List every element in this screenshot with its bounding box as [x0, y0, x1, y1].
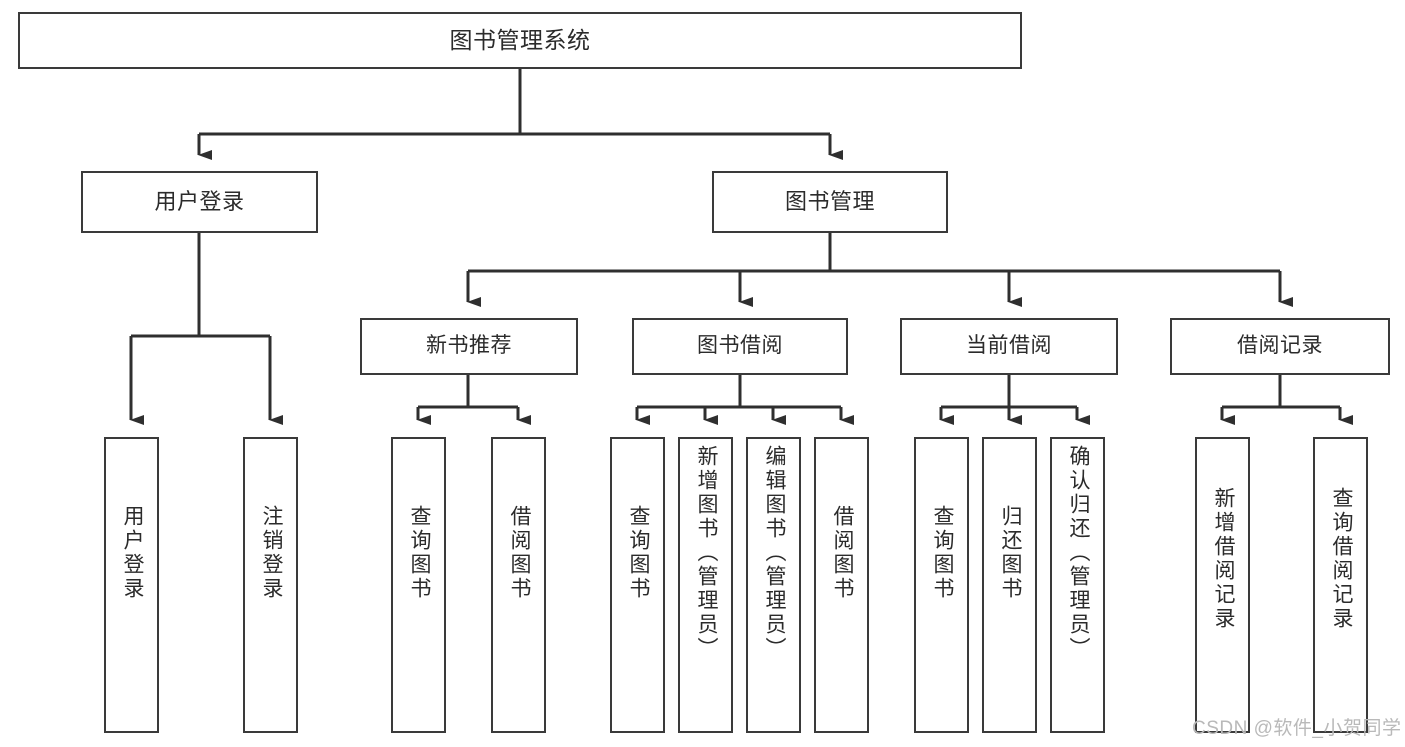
node-new-book-recommend[interactable]: 新书推荐 — [360, 318, 578, 375]
leaf-borrow-edit-book[interactable]: 编辑图书（管理员） — [746, 437, 801, 733]
node-user-login[interactable]: 用户登录 — [81, 171, 318, 233]
leaf-user-login-logout[interactable]: 注销登录 — [243, 437, 298, 733]
leaf-new-book-borrow-label: 借阅图书 — [507, 505, 531, 601]
leaf-record-query[interactable]: 查询借阅记录 — [1313, 437, 1368, 733]
node-current-borrow-label: 当前借阅 — [966, 334, 1052, 358]
node-new-book-recommend-label: 新书推荐 — [426, 334, 512, 358]
leaf-record-add[interactable]: 新增借阅记录 — [1195, 437, 1250, 733]
leaf-new-book-query[interactable]: 查询图书 — [391, 437, 446, 733]
leaf-borrow-edit-book-label: 编辑图书（管理员） — [762, 445, 786, 661]
node-book-borrow-label: 图书借阅 — [697, 334, 783, 358]
leaf-new-book-borrow[interactable]: 借阅图书 — [491, 437, 546, 733]
node-borrow-record[interactable]: 借阅记录 — [1170, 318, 1390, 375]
node-user-login-label: 用户登录 — [154, 188, 245, 214]
node-current-borrow[interactable]: 当前借阅 — [900, 318, 1118, 375]
leaf-borrow-borrow-book[interactable]: 借阅图书 — [814, 437, 869, 733]
leaf-current-return-book-label: 归还图书 — [998, 505, 1022, 601]
leaf-current-return-book[interactable]: 归还图书 — [982, 437, 1037, 733]
leaf-user-login-login-label: 用户登录 — [120, 505, 144, 601]
leaf-user-login-logout-label: 注销登录 — [259, 505, 283, 601]
leaf-borrow-borrow-book-label: 借阅图书 — [830, 505, 854, 601]
leaf-borrow-query-book[interactable]: 查询图书 — [610, 437, 665, 733]
csdn-watermark: CSDN @软件_小贺同学 — [1192, 718, 1402, 739]
node-book-management[interactable]: 图书管理 — [712, 171, 948, 233]
node-book-borrow[interactable]: 图书借阅 — [632, 318, 848, 375]
node-root[interactable]: 图书管理系统 — [18, 12, 1022, 69]
leaf-borrow-query-book-label: 查询图书 — [626, 505, 650, 601]
node-borrow-record-label: 借阅记录 — [1237, 334, 1323, 358]
leaf-user-login-login[interactable]: 用户登录 — [104, 437, 159, 733]
leaf-borrow-add-book-label: 新增图书（管理员） — [694, 445, 718, 661]
node-root-label: 图书管理系统 — [449, 26, 591, 53]
leaf-new-book-query-label: 查询图书 — [407, 505, 431, 601]
leaf-record-add-label: 新增借阅记录 — [1211, 487, 1235, 631]
leaf-current-confirm-return[interactable]: 确认归还（管理员） — [1050, 437, 1105, 733]
leaf-current-query-book-label: 查询图书 — [930, 505, 954, 601]
leaf-current-query-book[interactable]: 查询图书 — [914, 437, 969, 733]
leaf-record-query-label: 查询借阅记录 — [1329, 487, 1353, 631]
leaf-borrow-add-book[interactable]: 新增图书（管理员） — [678, 437, 733, 733]
node-book-management-label: 图书管理 — [784, 188, 875, 214]
leaf-current-confirm-return-label: 确认归还（管理员） — [1066, 445, 1090, 661]
